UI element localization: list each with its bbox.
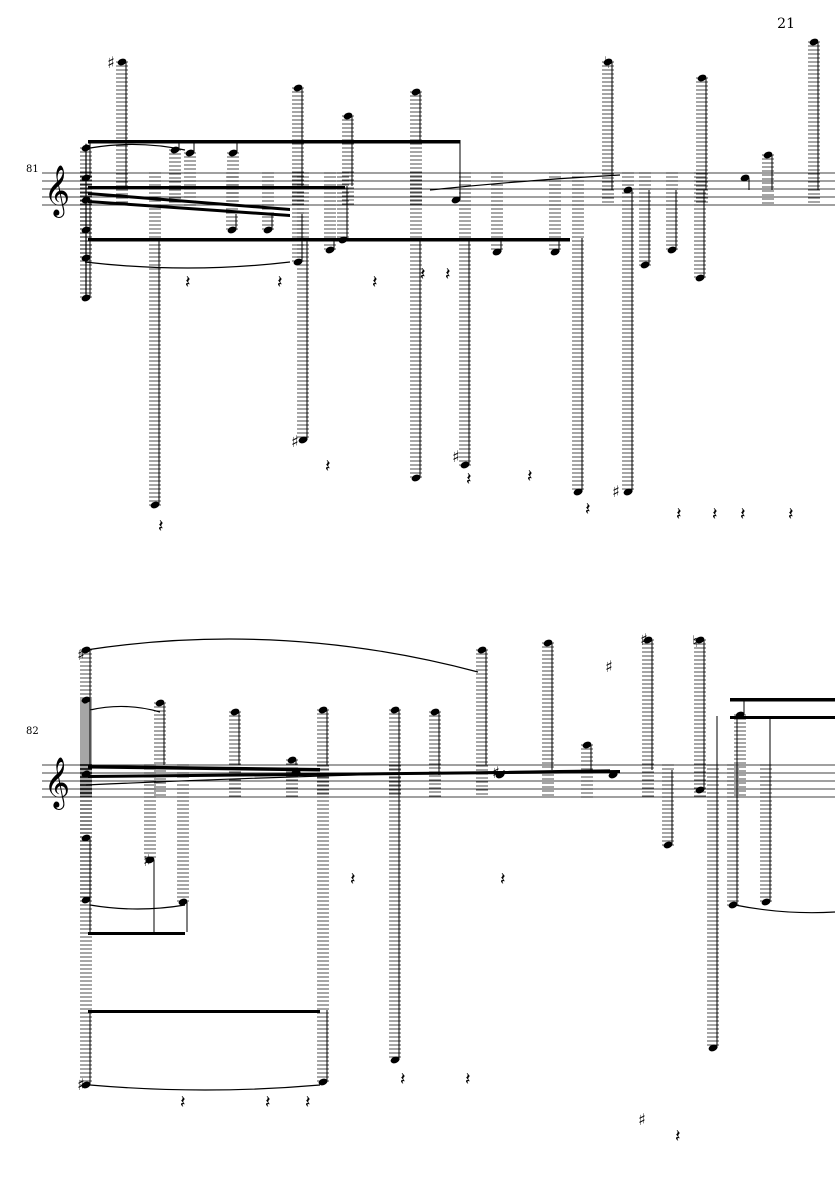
treble-clef: 𝄞 [44,165,70,218]
note-head [81,254,91,262]
sharp-accidental: ♯ [77,645,85,664]
sharp-accidental: ♯ [638,1110,646,1129]
note-head [573,488,583,496]
slur [429,174,621,191]
beam [88,770,620,778]
beam [88,238,570,242]
note-head [492,248,502,256]
note-head [145,856,155,864]
rest-symbol: 𝄽 [740,504,746,525]
note-head [695,786,705,794]
sharp-accidental: ♯ [452,447,460,466]
note-head [81,770,91,778]
rest-symbol: 𝄽 [675,1126,681,1147]
tie [89,904,186,910]
note-head [451,196,461,204]
note-head [81,226,91,234]
measure-number-82: 82 [26,726,39,737]
rest-symbol: 𝄽 [180,1092,186,1113]
rest-symbol: 𝄽 [585,499,591,520]
beam [88,186,345,189]
note-head [178,898,188,906]
note-head [667,246,677,254]
tie [89,705,161,713]
natural-accidental: ♮ [604,53,610,72]
note-head [291,768,301,776]
beam [88,200,290,217]
note-head [298,436,308,444]
slur [85,638,479,673]
note-head [81,294,91,302]
rest-symbol: 𝄽 [420,264,426,285]
note-head [293,258,303,266]
tie [89,1084,321,1091]
note-head [695,274,705,282]
note-head [550,248,560,256]
sharp-accidental: ♯ [612,482,620,501]
note-head [81,174,91,182]
rest-symbol: 𝄽 [466,469,472,490]
rest-symbol: 𝄽 [158,516,164,537]
sharp-accidental: ♯ [492,763,500,782]
rest-symbol: 𝄽 [500,869,506,890]
note-head [81,834,91,842]
page-number: 21 [777,16,795,32]
note-head [411,474,421,482]
beam [730,716,835,719]
treble-clef: 𝄞 [44,757,70,810]
rest-symbol: 𝄽 [350,869,356,890]
rest-symbol: 𝄽 [277,272,283,293]
note-head [623,488,633,496]
rest-symbol: 𝄽 [465,1069,471,1090]
tie [734,904,835,914]
note-head [623,186,633,194]
sharp-accidental: ♯ [291,432,299,451]
note-head [708,1044,718,1052]
note-head [338,236,348,244]
natural-accidental: ♮ [692,632,698,651]
rest-symbol: 𝄽 [712,504,718,525]
beam [730,698,835,702]
rest-symbol: 𝄽 [788,504,794,525]
rest-symbol: 𝄽 [400,1069,406,1090]
note-head [263,226,273,234]
note-head [390,1056,400,1064]
rest-symbol: 𝄽 [265,1092,271,1113]
rest-symbol: 𝄽 [372,272,378,293]
rest-symbol: 𝄽 [527,466,533,487]
measure-number-81: 81 [26,164,39,175]
sharp-accidental: ♯ [107,53,115,72]
note-head [740,174,750,182]
beam [88,140,460,144]
note-head [318,1078,328,1086]
rest-symbol: 𝄽 [676,504,682,525]
note-head [81,196,91,204]
sharp-accidental: ♯ [640,630,648,649]
note-head [608,771,618,779]
beam [88,765,320,772]
beam [88,192,290,211]
rest-symbol: 𝄽 [325,456,331,477]
sharp-accidental: ♯ [77,1075,85,1094]
tie [84,261,291,269]
note-head [325,246,335,254]
note-head [495,771,505,779]
sharp-accidental: ♯ [143,851,151,870]
rest-symbol: 𝄽 [305,1092,311,1113]
beam [88,1010,320,1013]
note-head [227,226,237,234]
note-head [81,896,91,904]
sharp-accidental: ♯ [605,657,613,676]
rest-symbol: 𝄽 [445,264,451,285]
rest-symbol: 𝄽 [185,272,191,293]
note-head [761,898,771,906]
tie [89,143,186,151]
beam [88,932,185,935]
